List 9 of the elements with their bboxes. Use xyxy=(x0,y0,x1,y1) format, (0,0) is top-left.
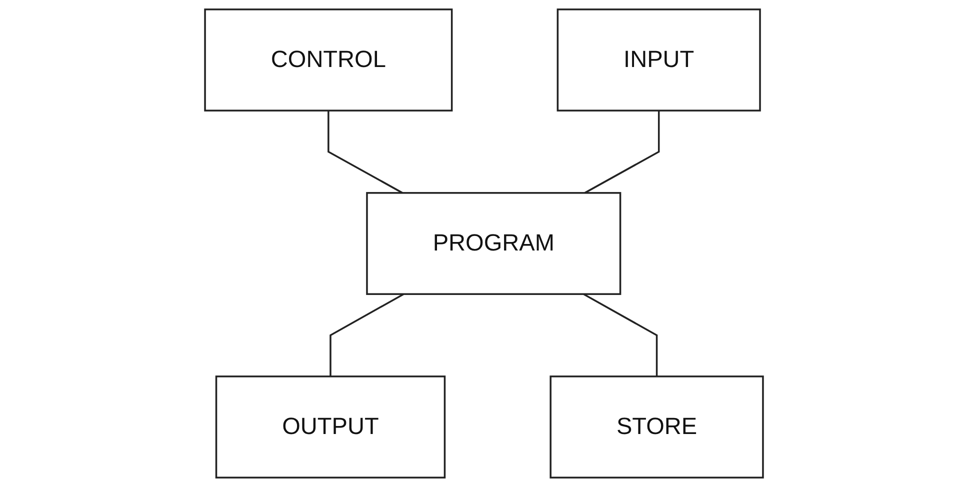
node-box: PROGRAM xyxy=(366,192,622,295)
node-box: INPUT xyxy=(556,8,761,112)
node-box: STORE xyxy=(550,376,764,478)
connector xyxy=(583,293,658,376)
node-box: CONTROL xyxy=(204,8,453,112)
node-box: OUTPUT xyxy=(215,376,446,478)
connector xyxy=(328,110,403,194)
connector xyxy=(330,293,404,376)
connector xyxy=(584,110,660,194)
